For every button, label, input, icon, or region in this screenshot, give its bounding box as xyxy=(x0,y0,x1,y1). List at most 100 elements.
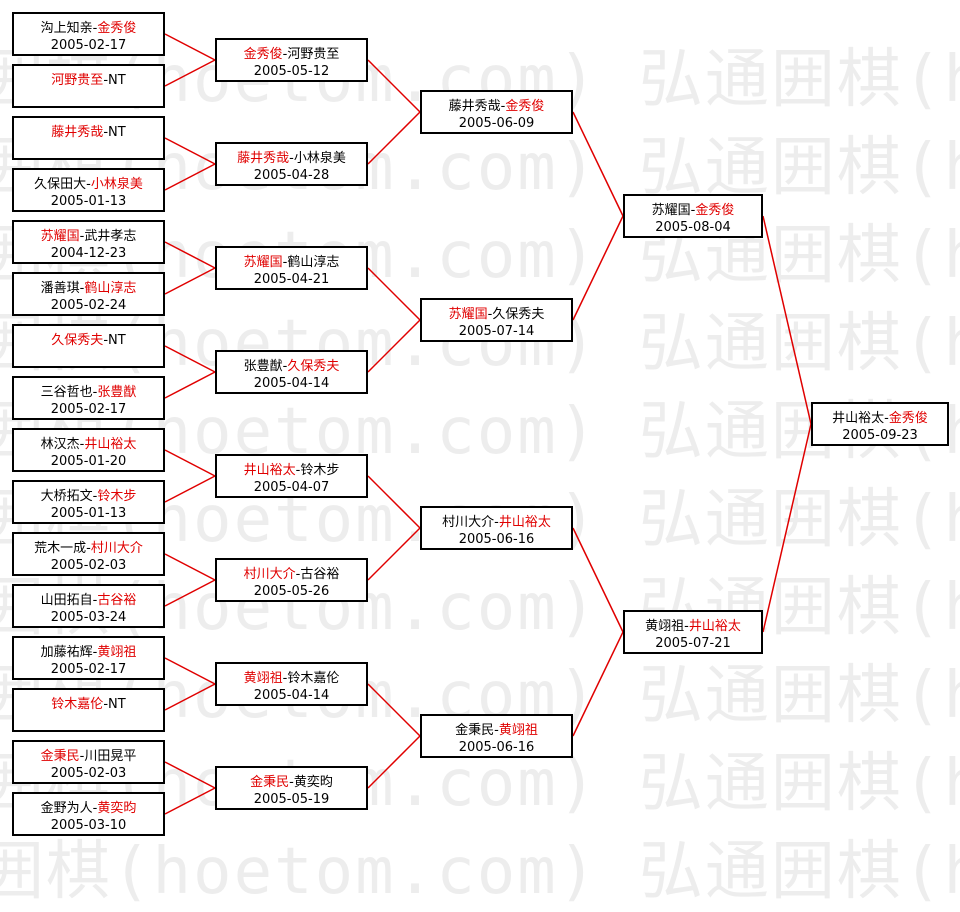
match-date: 2005-07-14 xyxy=(458,324,535,339)
player-1: 久保秀夫 xyxy=(51,333,104,348)
match-players: 金野为人-黄奕昀 xyxy=(14,800,163,817)
match-players: 山田拓自-古谷裕 xyxy=(14,592,163,609)
match-players: 金秉民-川田晃平 xyxy=(14,748,163,765)
player-2: 铃木步 xyxy=(300,463,340,478)
match-date: 2005-04-14 xyxy=(253,688,330,703)
player-separator: - xyxy=(103,73,109,88)
match-date: 2004-12-23 xyxy=(50,246,127,261)
player-2: 井山裕太 xyxy=(84,437,137,452)
player-2: NT xyxy=(108,73,126,88)
connector-line xyxy=(164,579,216,607)
player-separator: - xyxy=(282,255,288,270)
match-date: 2005-06-16 xyxy=(458,740,535,755)
match-players: 河野贵至-NT xyxy=(14,72,163,89)
player-separator: - xyxy=(92,801,98,816)
match-date: 2005-05-26 xyxy=(253,584,330,599)
match-players: 林汉杰-井山裕太 xyxy=(14,436,163,453)
player-2: 河野贵至 xyxy=(287,47,340,62)
player-1: 金秉民 xyxy=(250,775,290,790)
player-separator: - xyxy=(500,99,506,114)
player-separator: - xyxy=(79,281,85,296)
player-2: 久保秀夫 xyxy=(492,307,545,322)
match-date: 2005-08-04 xyxy=(655,220,731,235)
player-1: 黄翊祖 xyxy=(645,619,685,634)
connector-line xyxy=(762,423,812,633)
match-date: 2005-03-24 xyxy=(50,610,127,625)
player-1: 金秉民 xyxy=(40,749,80,764)
player-separator: - xyxy=(79,229,85,244)
player-2: 黄翊祖 xyxy=(97,645,137,660)
player-2: 武井孝志 xyxy=(84,229,137,244)
player-separator: - xyxy=(494,723,499,738)
match-players: 藤井秀哉-金秀俊 xyxy=(422,98,571,115)
player-1: 苏耀国 xyxy=(40,229,80,244)
match-players: 村川大介-古谷裕 xyxy=(217,566,366,583)
player-2: 黄奕昀 xyxy=(97,801,137,816)
match-players: 金秉民-黄奕昀 xyxy=(217,774,366,791)
match-players: 井山裕太-铃木步 xyxy=(217,462,366,479)
player-1: 林汉杰 xyxy=(40,437,80,452)
player-1: 藤井秀哉 xyxy=(51,125,104,140)
player-1: 苏耀国 xyxy=(651,203,691,218)
match-date: 2005-01-20 xyxy=(50,454,127,469)
player-separator: - xyxy=(86,177,91,192)
match-date: 2005-04-14 xyxy=(253,376,330,391)
player-1: 苏耀国 xyxy=(243,255,283,270)
player-1: 荒木一成 xyxy=(34,541,87,556)
match-players: 藤井秀哉-NT xyxy=(14,124,163,141)
connector-line xyxy=(164,267,216,295)
match-players: 黄翊祖-井山裕太 xyxy=(625,618,761,635)
player-2: 金秀俊 xyxy=(888,411,928,426)
player-1: 加藤祐辉 xyxy=(40,645,93,660)
connector-line xyxy=(762,215,812,425)
player-separator: - xyxy=(487,307,493,322)
player-2: NT xyxy=(108,697,126,712)
player-2: 鹤山淳志 xyxy=(287,255,340,270)
match-date: 2005-05-19 xyxy=(253,792,330,807)
match-players: 张豊猷-久保秀夫 xyxy=(217,358,366,375)
match-players: 加藤祐辉-黄翊祖 xyxy=(14,644,163,661)
player-2: 铃木步 xyxy=(97,489,137,504)
match-players: 村川大介-井山裕太 xyxy=(422,514,571,531)
player-1: 井山裕太 xyxy=(243,463,296,478)
player-separator: - xyxy=(103,125,109,140)
connector-line xyxy=(164,475,216,503)
match-players: 井山裕太-金秀俊 xyxy=(813,410,947,427)
player-separator: - xyxy=(295,463,301,478)
match-date: 2005-04-28 xyxy=(253,168,330,183)
player-2: 村川大介 xyxy=(90,541,143,556)
match-players: 苏耀国-鹤山淳志 xyxy=(217,254,366,271)
connector-line xyxy=(164,345,216,373)
connector-line xyxy=(367,319,421,373)
player-2: 铃木嘉伦 xyxy=(287,671,340,686)
match-players: 大桥拓文-铃木步 xyxy=(14,488,163,505)
player-2: 金秀俊 xyxy=(695,203,735,218)
match-date: 2005-02-03 xyxy=(50,766,127,781)
connector-line xyxy=(367,59,421,113)
player-2: NT xyxy=(108,333,126,348)
match-box: 久保秀夫-NT xyxy=(12,324,165,368)
player-2: 金秀俊 xyxy=(97,21,137,36)
bracket-connectors xyxy=(164,33,812,815)
player-1: 铃木嘉伦 xyxy=(51,697,104,712)
match-date: 2005-02-03 xyxy=(50,558,127,573)
player-1: 沟上知亲 xyxy=(40,21,93,36)
